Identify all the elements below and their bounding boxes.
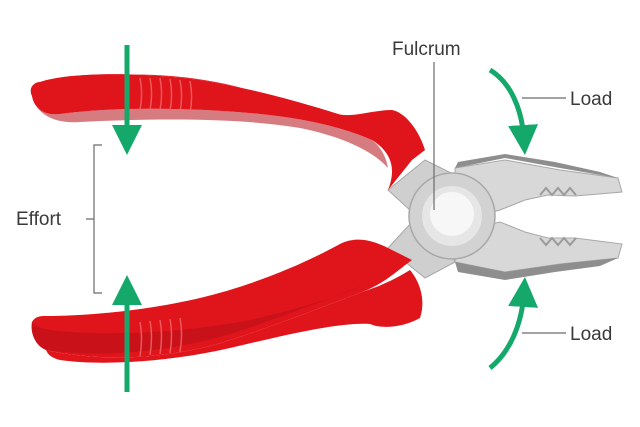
upper-jaw-teeth [539, 186, 577, 197]
upper-handle [30, 74, 425, 190]
effort-bracket [86, 144, 102, 294]
lower-jaw [454, 221, 623, 273]
pivot-joint [408, 172, 496, 260]
load-arrow-bottom-icon [488, 277, 539, 370]
pliers-jaws [454, 154, 623, 280]
load-bottom-label: Load [570, 324, 612, 345]
load-arrow-top-icon [488, 67, 539, 155]
effort-label: Effort [16, 209, 62, 230]
lower-jaw-teeth [539, 236, 577, 247]
lower-jaw-bottom-face [455, 258, 618, 280]
load-top-label: Load [570, 89, 612, 110]
lower-handle [31, 239, 423, 363]
fulcrum-label: Fulcrum [392, 39, 461, 60]
